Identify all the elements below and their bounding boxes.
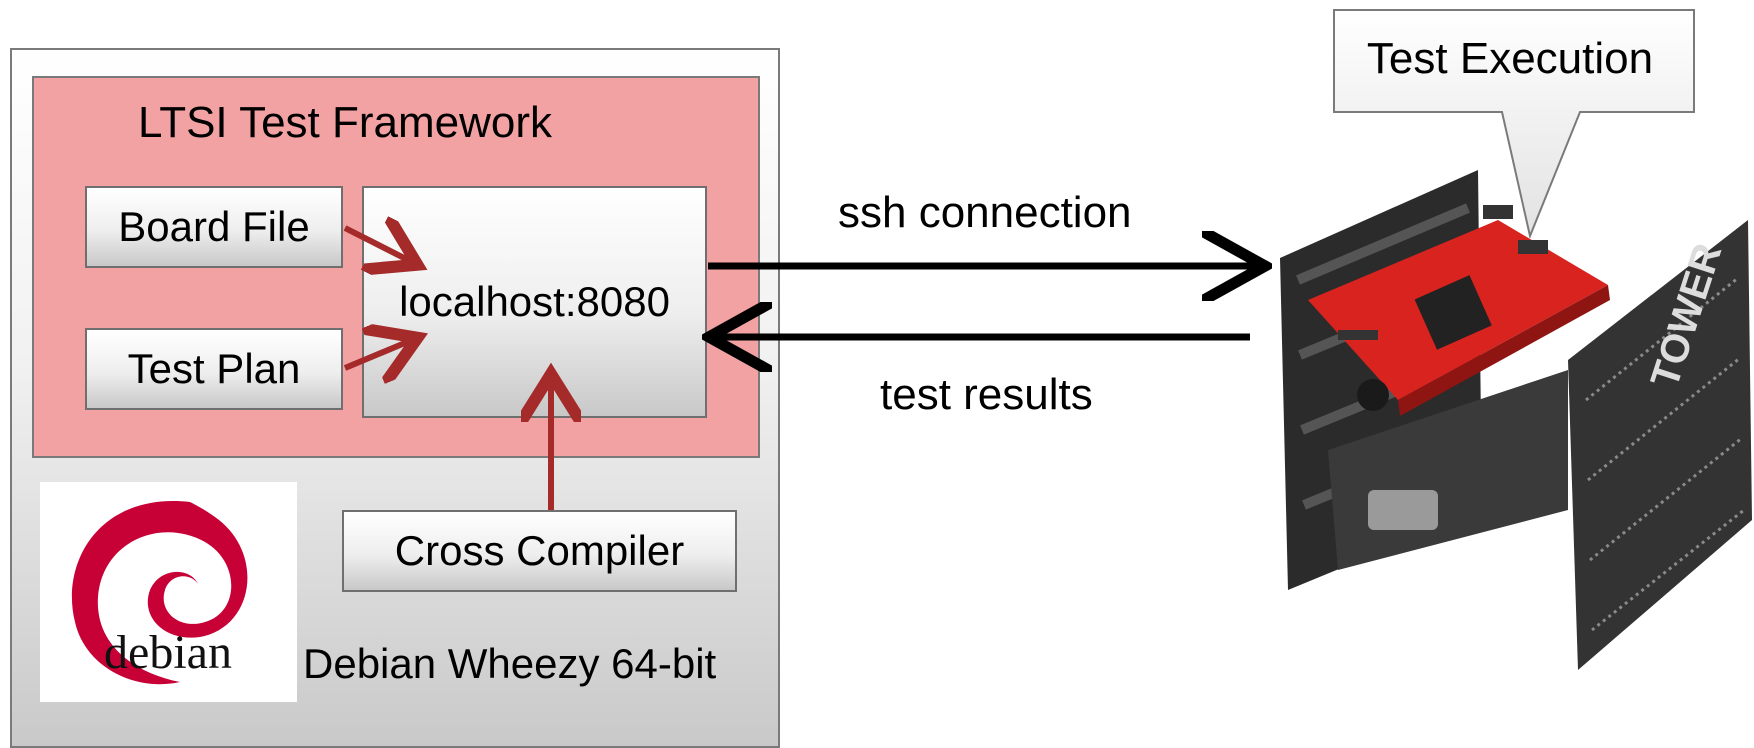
board-right-pins — [1585, 276, 1745, 632]
framework-title: LTSI Test Framework — [138, 98, 553, 147]
cross-compiler-node: Cross Compiler — [342, 510, 737, 592]
test-plan-arrow — [343, 340, 412, 368]
ssh-connection-label: ssh connection — [838, 188, 1132, 237]
board-file-arrow — [343, 228, 412, 262]
processor-chip-icon — [1414, 275, 1492, 350]
serial-connector-icon — [1368, 490, 1438, 530]
battery-icon — [1357, 379, 1389, 411]
target-board-image: TOWER — [1280, 170, 1752, 670]
os-label: Debian Wheezy 64-bit — [303, 640, 717, 687]
debian-logo: debian — [40, 482, 297, 702]
test-execution-callout — [1333, 9, 1695, 238]
test-execution-label: Test Execution — [1366, 34, 1654, 83]
debian-logo-text: debian — [104, 626, 232, 679]
test-plan-node: Test Plan — [85, 328, 343, 410]
board-red-edge — [1398, 285, 1610, 416]
board-file-node: Board File — [85, 186, 343, 268]
board-right-panel — [1568, 220, 1752, 670]
test-results-label: test results — [880, 370, 1093, 419]
header-pins — [1338, 205, 1548, 340]
debian-swirl-icon: debian — [71, 501, 248, 685]
